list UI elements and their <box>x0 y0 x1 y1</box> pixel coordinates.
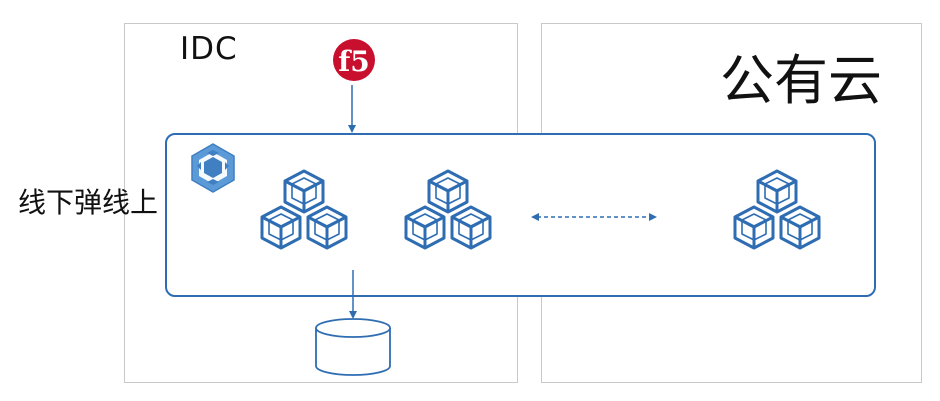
public-cloud-label: 公有云 <box>720 49 882 112</box>
idc-label: IDC <box>180 31 238 67</box>
kubernetes-hex-icon <box>191 143 235 193</box>
offline-to-online-label: 线下弹线上 <box>18 186 159 219</box>
cube-cluster-icon-3 <box>735 171 819 248</box>
f5-logo-text: f5 <box>338 45 370 78</box>
cube-cluster-icon-2 <box>406 171 490 248</box>
database-cylinder-icon <box>315 318 391 376</box>
f5-logo-icon: f5 <box>333 39 375 81</box>
cube-cluster-icon-1 <box>262 171 346 248</box>
